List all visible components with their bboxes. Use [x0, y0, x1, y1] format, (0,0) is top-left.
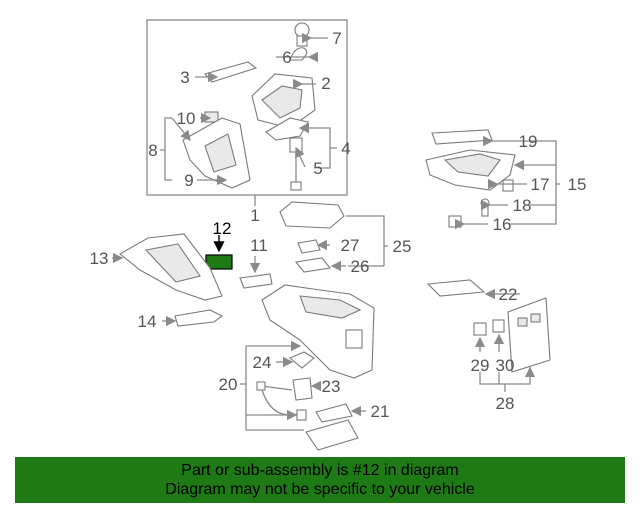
part-trim-plate	[204, 61, 258, 83]
part-17	[502, 179, 514, 192]
part-tray-22	[426, 279, 486, 297]
callout-10: 10	[177, 109, 196, 128]
banner-line-1: Part or sub-assembly is #12 in diagram	[181, 462, 459, 479]
callout-29: 29	[471, 356, 490, 375]
part-armrest-pad	[431, 129, 493, 145]
callout-12: 12	[213, 219, 232, 238]
callout-30: 30	[496, 356, 515, 375]
callout-25: 25	[393, 237, 412, 256]
part-console-lid	[279, 201, 345, 229]
part-console-body	[261, 284, 375, 379]
part-16	[448, 215, 462, 228]
callout-26: 26	[351, 257, 370, 276]
callout-8: 8	[148, 141, 157, 160]
banner-line-2: Diagram may not be specific to your vehi…	[165, 481, 475, 498]
callout-19: 19	[519, 132, 538, 151]
callout-16: 16	[493, 215, 512, 234]
part-shift-lever	[289, 137, 303, 191]
callout-13: 13	[90, 249, 109, 268]
part-screw-18	[480, 198, 490, 217]
callout-24: 24	[253, 353, 272, 372]
callout-14: 14	[138, 312, 157, 331]
part-hinge-27	[297, 239, 321, 254]
part-switch-11	[239, 256, 273, 289]
part-bracket-14	[174, 309, 224, 327]
part-upper-panel	[251, 73, 316, 129]
callout-20: 20	[219, 375, 238, 394]
callout-3: 3	[180, 68, 189, 87]
part-clip-10	[204, 111, 219, 123]
part-shift-bezel	[182, 117, 251, 189]
callout-11: 11	[250, 236, 268, 255]
part-12-highlighted	[205, 235, 233, 270]
callout-27: 27	[341, 236, 360, 255]
callout-21: 21	[371, 402, 390, 421]
part-30	[492, 319, 505, 333]
callout-22: 22	[499, 285, 518, 304]
info-banner: Part or sub-assembly is #12 in diagram D…	[15, 457, 625, 503]
callout-9: 9	[184, 171, 193, 190]
callout-6: 6	[282, 48, 291, 67]
callout-2: 2	[321, 74, 330, 93]
callout-7: 7	[332, 29, 341, 48]
callout-17: 17	[531, 175, 550, 194]
part-cupholder-24	[288, 351, 315, 369]
callout-15: 15	[568, 175, 587, 194]
subassembly-box	[146, 19, 348, 196]
part-shift-knob	[289, 22, 310, 61]
callout-5: 5	[313, 159, 322, 178]
part-tray-lower	[305, 419, 359, 451]
part-29	[473, 322, 487, 336]
callout-18: 18	[513, 196, 532, 215]
part-side-panel-13	[119, 233, 223, 301]
callout-4: 4	[341, 139, 350, 158]
callout-28: 28	[496, 394, 515, 413]
callout-23: 23	[322, 377, 341, 396]
part-bracket-21	[315, 403, 353, 423]
part-switch-panel	[507, 297, 551, 373]
part-connector	[296, 409, 307, 421]
part-latch-26	[294, 257, 332, 273]
callout-1: 1	[250, 206, 259, 225]
